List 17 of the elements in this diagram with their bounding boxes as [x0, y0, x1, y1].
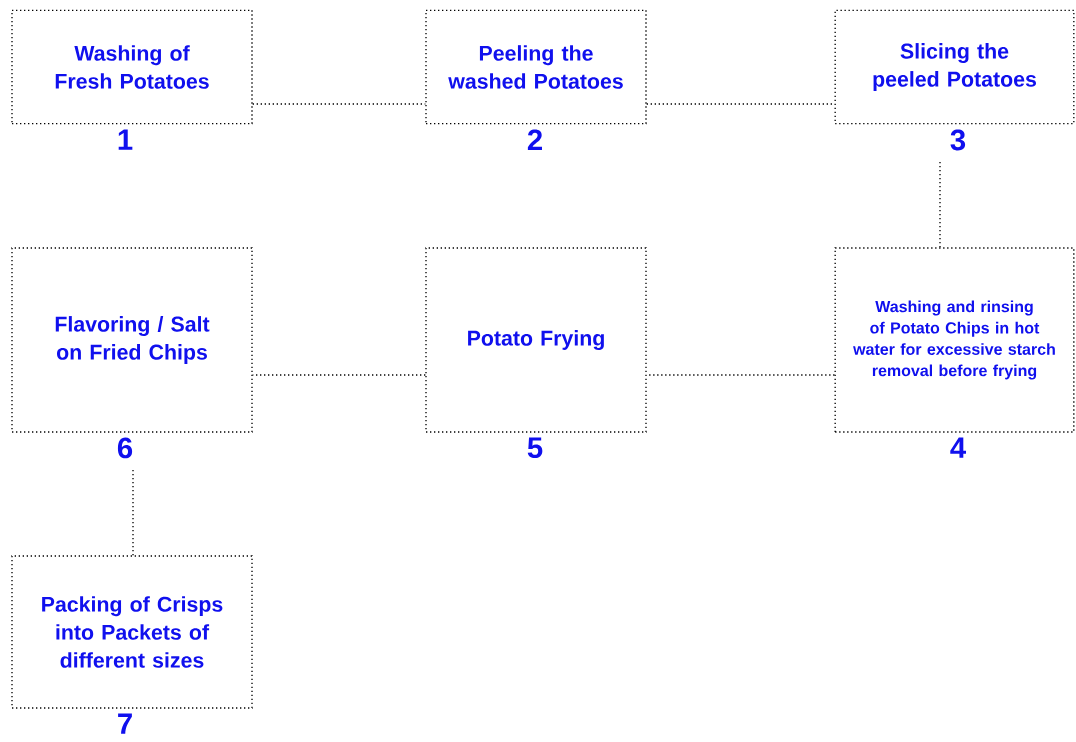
step-number: 7: [118, 713, 132, 734]
step-number: 4: [950, 437, 966, 458]
process-box: Slicing the peeled Potatoes: [834, 9, 1075, 125]
step-number: 2: [527, 129, 542, 151]
connector-line: [646, 374, 836, 376]
process-box: Peeling the washed Potatoes: [425, 9, 647, 125]
step-number: 5: [527, 437, 543, 459]
step-number: 1: [118, 129, 133, 150]
process-box: Flavoring / Salt on Fried Chips: [11, 247, 253, 433]
connector-line: [132, 469, 134, 557]
step-number: 3: [950, 129, 966, 151]
process-box: Packing of Crisps into Packets of different sizes: [11, 555, 253, 709]
process-box: Potato Frying: [425, 247, 647, 433]
connector-line: [939, 161, 941, 249]
process-box: Washing of Fresh Potatoes: [11, 9, 253, 125]
process-box: Washing and rinsing of Potato Chips in hot water for excessive starch removal before frying: [834, 247, 1075, 433]
step-number: 6: [117, 437, 133, 459]
